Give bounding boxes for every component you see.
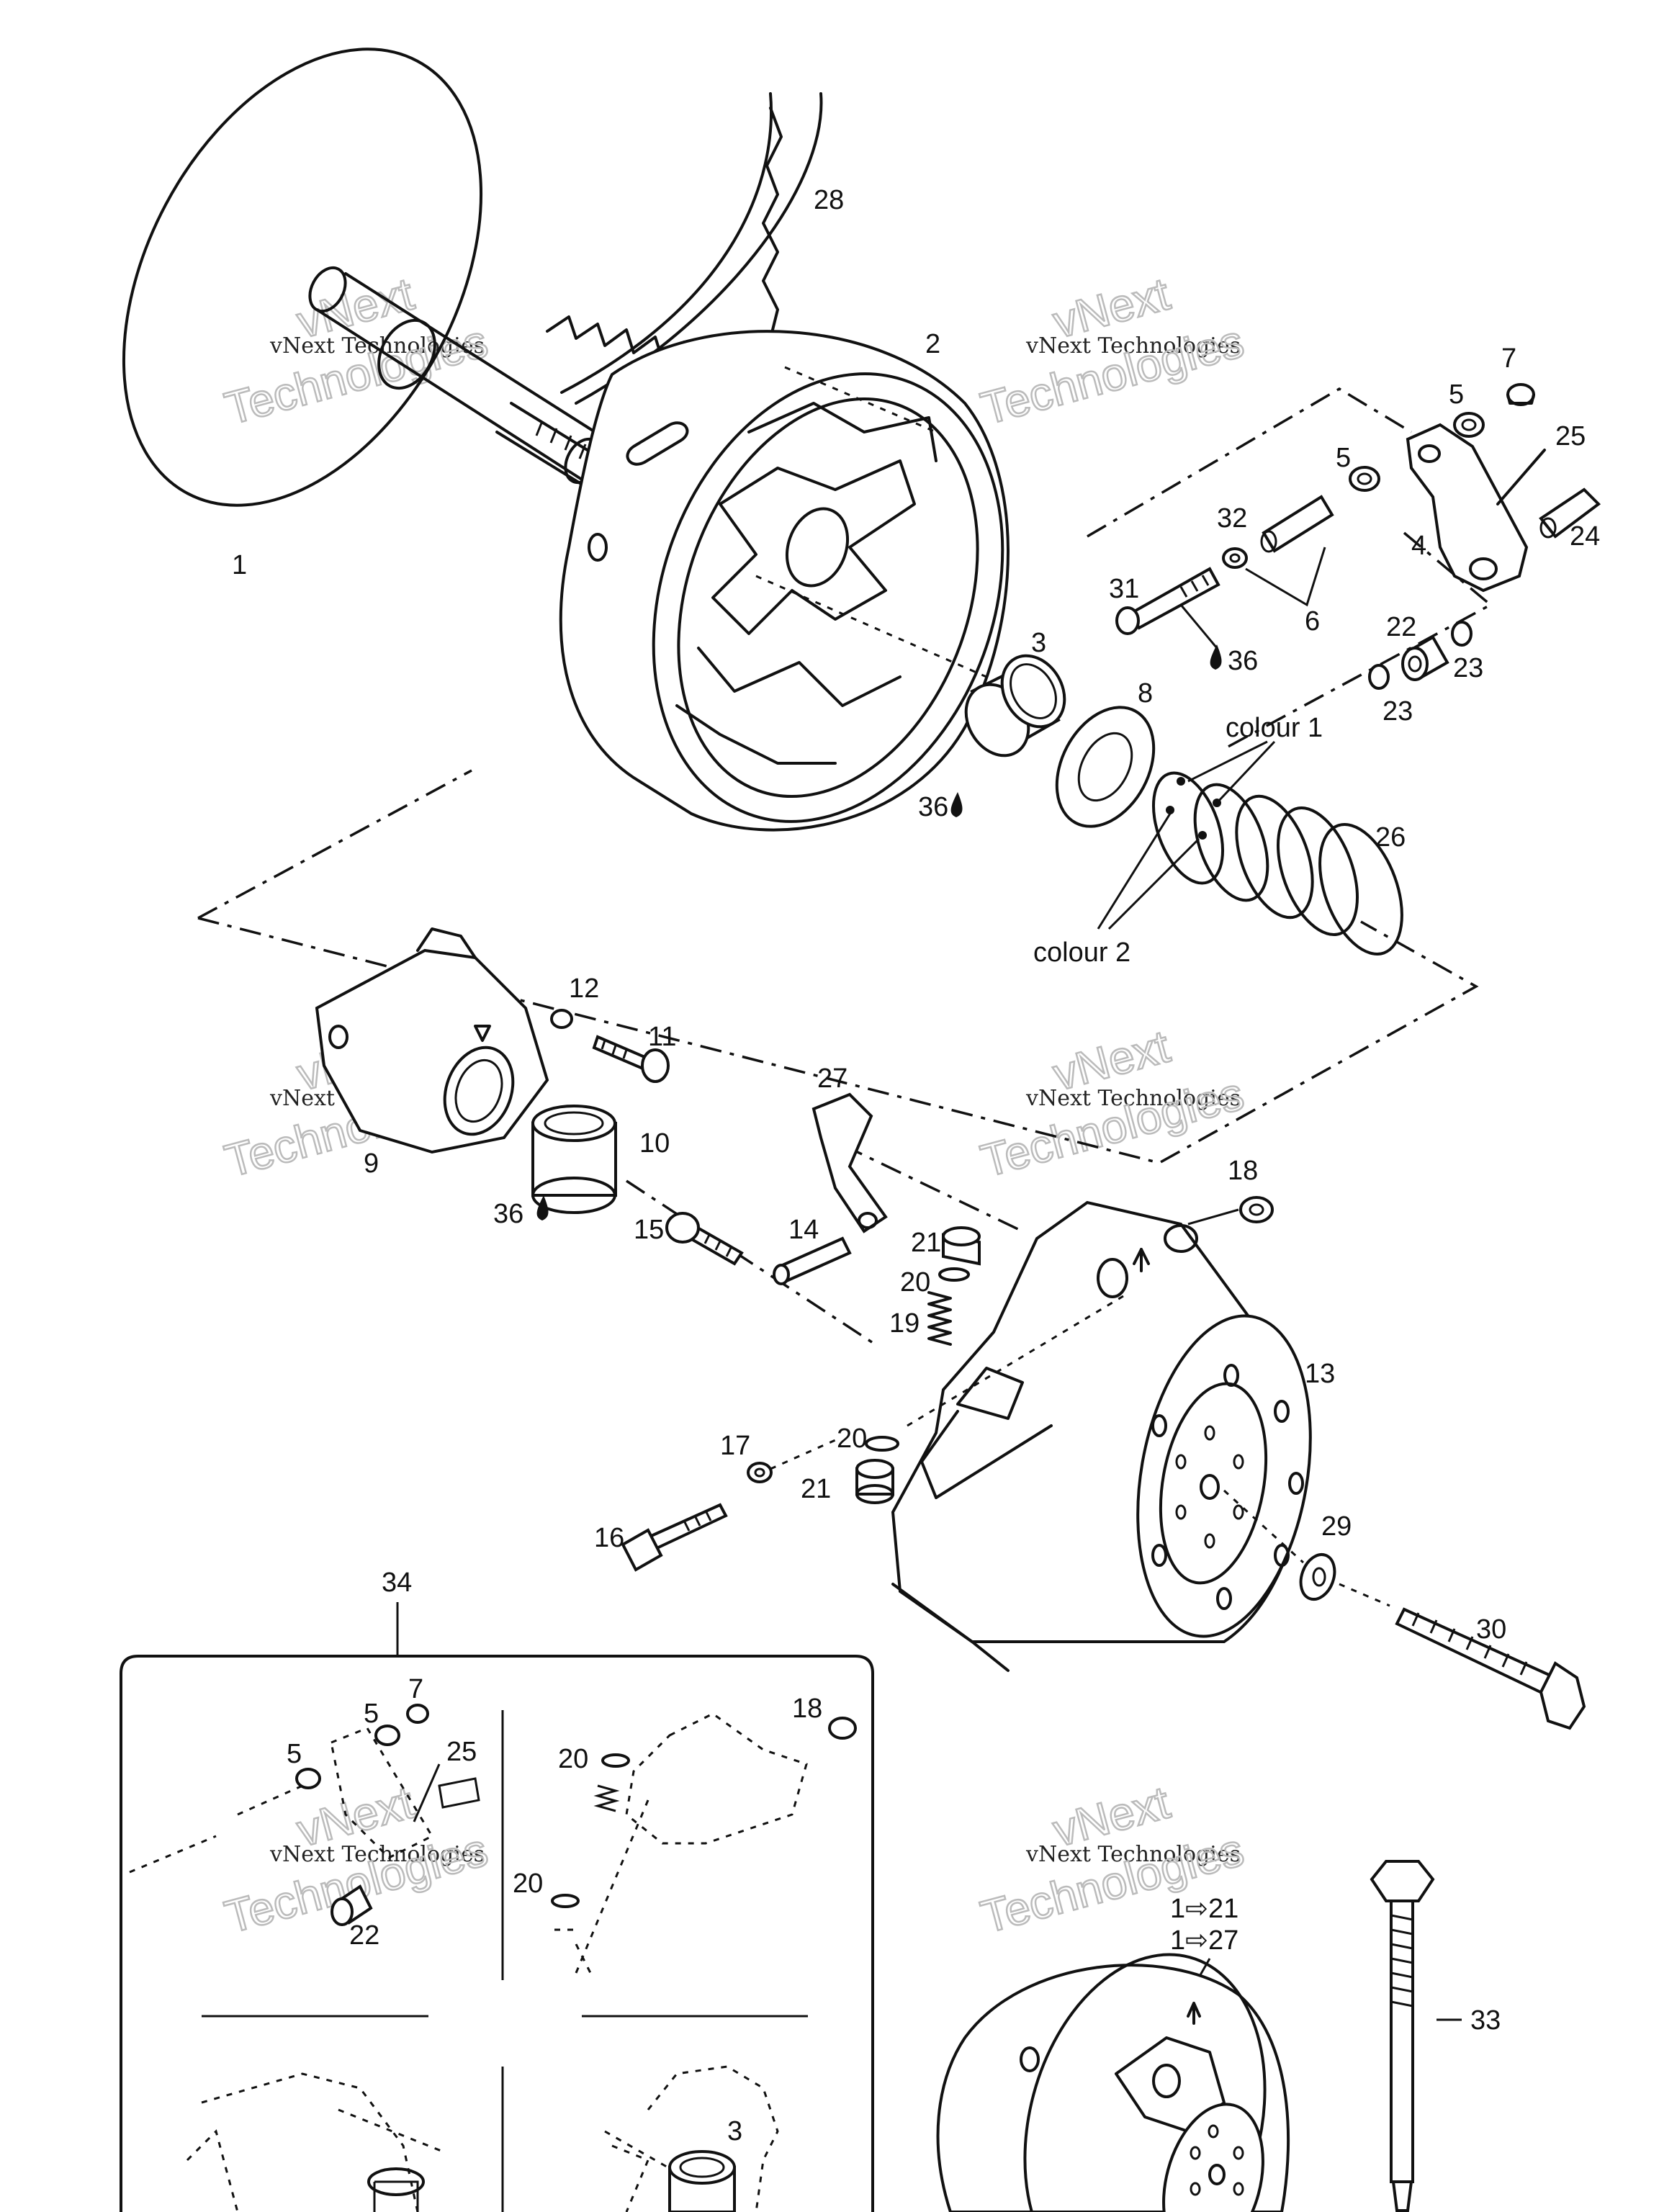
part-18-nut: 18 [1187,1156,1274,1226]
label-25: 25 [1555,421,1586,451]
part-17-washer: 17 [720,1431,836,1483]
label-inset-25: 25 [446,1737,477,1767]
part-26-spring: 26 colour 1 colour 2 [1033,713,1406,968]
watermark-text: vNext Technologies [1025,1086,1241,1111]
part-16-bolt: 16 [594,1503,728,1572]
label-inset-5: 5 [287,1739,302,1769]
label-ref-1-27: 1⇨27 [1170,1925,1238,1956]
label-10: 10 [639,1128,670,1159]
label-21: 21 [911,1228,941,1258]
label-3: 3 [1031,628,1046,658]
part-15-bolt: 15 [634,1212,744,1266]
watermark-text: vNext Technologies [269,1842,485,1867]
part-13-governor-cup: 13 [891,1200,1335,1672]
label-32: 32 [1217,503,1247,534]
watermark-text: vNext Technologies [1025,1842,1241,1867]
part-19-spring: 19 [889,1291,952,1346]
part-11-screw: 11 [592,1022,676,1083]
label-18: 18 [1228,1156,1258,1186]
label-31: 31 [1109,574,1139,604]
label-28: 28 [814,185,844,215]
part-30-bolt: 30 [1395,1607,1586,1730]
assembly-line [626,1143,1023,1348]
label-inset-22: 22 [349,1920,379,1951]
label-30: 30 [1476,1614,1506,1645]
assembly-line [1087,387,1412,538]
assembly-complete-drive-pulley: 1⇨21 1⇨27 [936,1894,1290,2212]
label-29: 29 [1321,1511,1352,1542]
label-36: 36 [493,1199,523,1229]
part-2-movable-sheave: 2 [559,329,1010,832]
part-8-washer: 8 [1055,678,1156,828]
part-9-spider: 9 [315,927,549,1179]
parts-lever-assembly: 7 5 4 25 24 5 32 6 31 [1109,343,1601,727]
label-inset-20: 20 [558,1744,588,1774]
label-17: 17 [720,1431,750,1461]
label-inset-5: 5 [364,1699,379,1729]
label-7: 7 [1501,343,1516,374]
label-14: 14 [788,1215,819,1245]
grease-drop-icon [950,792,963,817]
label-5: 5 [1336,443,1351,473]
part-21-roller-top: 21 [911,1226,981,1266]
label-ref-1-21: 1⇨21 [1170,1894,1238,1924]
label-1: 1 [232,550,247,580]
part-33-puller-bolt: 33 [1370,1860,1501,2212]
label-24: 24 [1570,521,1600,552]
part-1-fixed-sheave: 1 [122,48,613,580]
assembly-line [1223,531,1493,750]
label-9: 9 [364,1148,379,1179]
label-colour-2: colour 2 [1033,938,1130,968]
label-16: 16 [594,1523,624,1553]
label-23: 23 [1382,696,1413,727]
label-19: 19 [889,1308,920,1339]
label-11: 11 [648,1022,676,1052]
watermark-text: vNext Technologies [1025,333,1241,359]
label-2: 2 [925,329,940,359]
part-20-ring-bottom: 20 [837,1424,899,1454]
label-26: 26 [1375,822,1406,853]
label-21: 21 [801,1474,831,1504]
label-15: 15 [634,1215,664,1245]
watermark-top-right: vNext vNext Technologies Technologies [975,266,1250,435]
label-inset-7: 7 [408,1674,423,1704]
grease-drop-icon [536,1195,549,1220]
label-inset-20: 20 [513,1869,543,1899]
label-inset-3: 3 [727,2116,742,2146]
label-36: 36 [1228,646,1258,676]
label-8: 8 [1138,678,1153,709]
label-33: 33 [1470,2005,1501,2036]
label-6: 6 [1305,606,1320,637]
label-36: 36 [918,792,948,822]
watermark-top-left: vNext vNext Technologies Technologies [219,266,494,435]
part-34-kit-inset: 34 7 5 5 25 22 18 20 20 [120,1568,874,2212]
label-colour-1: colour 1 [1226,713,1323,743]
label-20: 20 [900,1267,930,1298]
part-29-washer: 29 [1223,1489,1390,1607]
label-23: 23 [1453,653,1483,683]
part-21-roller-bottom: 21 [801,1459,894,1504]
label-inset-18: 18 [792,1694,822,1724]
part-10-bushing: 10 36 [493,1105,670,1229]
grease-drop-icon [1210,644,1222,670]
label-13: 13 [1305,1359,1335,1389]
label-5: 5 [1449,379,1464,410]
assembly-line [197,769,1479,1164]
label-34: 34 [382,1568,412,1598]
part-14-pin: 14 [773,1215,852,1285]
part-27-slider-plate: 27 [811,1064,888,1233]
part-12-washer: 12 [550,974,599,1029]
part-20-ring-top: 20 [900,1267,970,1298]
label-12: 12 [569,974,599,1004]
label-4: 4 [1411,531,1426,561]
label-27: 27 [817,1064,848,1094]
part-3-bushing: 3 36 [918,628,1066,822]
watermark-mid-right: vNext vNext Technologies Technologies [975,1019,1250,1187]
label-22: 22 [1386,612,1416,642]
label-20: 20 [837,1424,867,1454]
axis-line [755,575,987,678]
